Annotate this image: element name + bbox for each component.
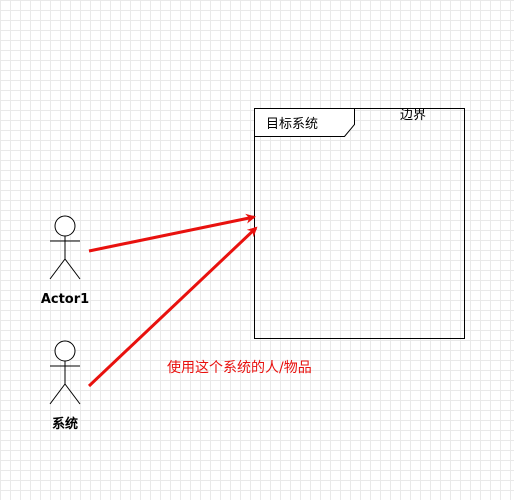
association-arrow-actor1[interactable] <box>88 213 256 253</box>
frame-border <box>254 108 465 339</box>
actor-actor2[interactable]: 系统 <box>49 340 81 432</box>
stick-figure-icon <box>49 215 81 280</box>
note-text: 使用这个系统的人/物品 <box>167 359 312 376</box>
system-frame[interactable]: 目标系统 边界 <box>254 108 465 339</box>
boundary-label: 边界 <box>400 108 426 123</box>
stick-figure-icon <box>49 340 81 405</box>
actor-actor1[interactable]: Actor1 <box>41 215 89 307</box>
frame-title: 目标系统 <box>266 117 318 132</box>
association-arrow-actor2[interactable] <box>87 226 258 388</box>
actor-label: 系统 <box>52 416 78 432</box>
frame-title-tab <box>254 108 355 137</box>
actor-label: Actor1 <box>41 292 89 307</box>
